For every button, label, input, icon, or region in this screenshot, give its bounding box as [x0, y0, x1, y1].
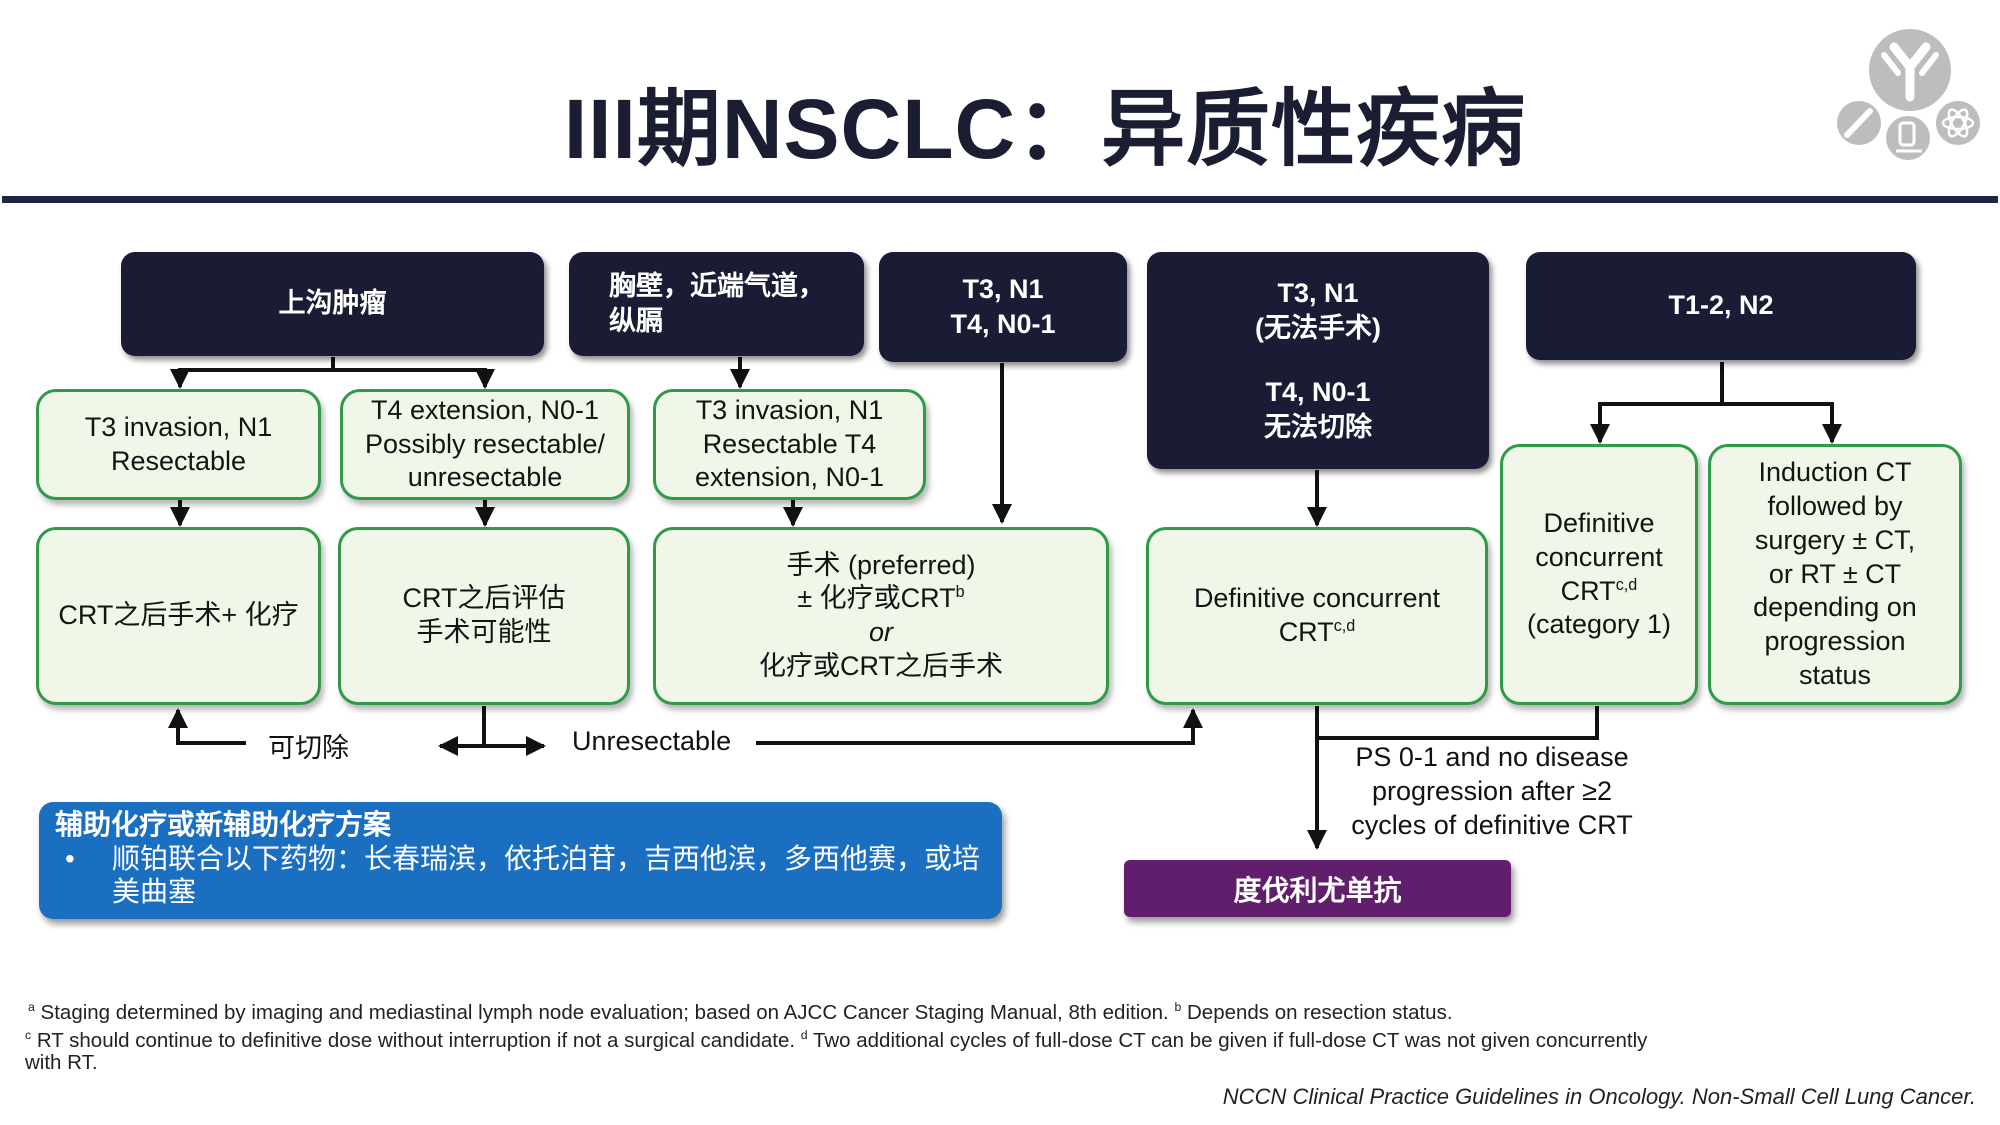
label-resectable: 可切除 — [268, 733, 349, 763]
treatment-n2-definitive-crt: Definitive concurrent CRTc,d (category 1… — [1500, 444, 1698, 705]
title-divider — [2, 196, 1998, 203]
arrow — [168, 708, 246, 745]
drug-durvalumab: 度伐利尤单抗 — [1124, 860, 1511, 917]
microscope-icon — [1886, 116, 1930, 160]
treatment-surgery: 手术 (preferred) ± 化疗或CRTb or 化疗或CRT之后手术 — [653, 527, 1109, 705]
surgery-or: or — [868, 617, 893, 647]
label-ps-condition: PS 0-1 and no disease progression after … — [1351, 742, 1633, 840]
surgery-line3: 化疗或CRT之后手术 — [758, 650, 1003, 681]
header-pancoast: 上沟肿瘤 — [121, 252, 544, 356]
header-n2: T1-2, N2 — [1526, 252, 1916, 360]
header-unresectable: T3, N1 (无法手术) T4, N0-1 无法切除 — [1147, 252, 1489, 469]
stage-chest-wall-t3: T3 invasion, N1 Resectable T4 extension,… — [653, 389, 926, 500]
regimen-title: 辅助化疗或新辅助化疗方案 — [55, 809, 392, 840]
treatment-crt-surgery: CRT之后手术+ 化疗 — [36, 527, 321, 705]
footnote-c-d: c RT should continue to definitive dose … — [25, 1028, 1648, 1074]
arrow — [756, 708, 1203, 745]
header-unresectable-line1: T3, N1 (无法手术) — [1255, 278, 1381, 344]
definitive-line1: Definitive concurrent — [1193, 583, 1441, 614]
header-chest-wall: 胸壁，近端气道， 纵膈 — [569, 252, 864, 356]
page-title: III期NSCLC：异质性疾病 — [563, 82, 1527, 176]
citation: NCCN Clinical Practice Guidelines in Onc… — [1222, 1084, 1976, 1109]
definitive-line2: CRTc,d — [1278, 617, 1356, 647]
surgery-line1: 手术 (preferred) — [786, 549, 976, 580]
bullet: • — [65, 843, 75, 874]
treatment-n2-induction: Induction CT followed by surgery ± CT, o… — [1708, 444, 1962, 705]
label-unresectable: Unresectable — [572, 726, 732, 756]
antibody-icon — [1869, 29, 1951, 111]
header-t3n1-t4n0: T3, N1 T4, N0-1 — [879, 252, 1127, 362]
logo — [1837, 29, 1980, 160]
treatment-definitive-crt: Definitive concurrent CRTc,d — [1146, 527, 1488, 705]
footnote-a-b: a Staging determined by imaging and medi… — [28, 1000, 1453, 1024]
atom-icon — [1936, 101, 1980, 145]
n2-crt-line1: Definitive concurrent CRTc,d — [1535, 508, 1663, 606]
n2-crt-line2: (category 1) — [1526, 609, 1672, 640]
connector — [1317, 706, 1599, 740]
syringe-icon — [1837, 101, 1881, 145]
stage-pancoast-t4: T4 extension, N0-1 Possibly resectable/ … — [340, 389, 630, 500]
treatment-crt-evaluate: CRT之后评估 手术可能性 — [338, 527, 630, 705]
regimen-box: 辅助化疗或新辅助化疗方案 • 顺铂联合以下药物：长春瑞滨，依托泊苷，吉西他滨，多… — [39, 802, 1002, 919]
header-unresectable-line2: T4, N0-1 无法切除 — [1264, 376, 1372, 442]
surgery-line2: ± 化疗或CRTb — [797, 583, 965, 614]
stage-pancoast-resectable: T3 invasion, N1 Resectable — [36, 389, 321, 500]
regimen-item: • 顺铂联合以下药物：长春瑞滨，依托泊苷，吉西他滨，多西他赛，或培美曲塞 — [65, 843, 981, 907]
